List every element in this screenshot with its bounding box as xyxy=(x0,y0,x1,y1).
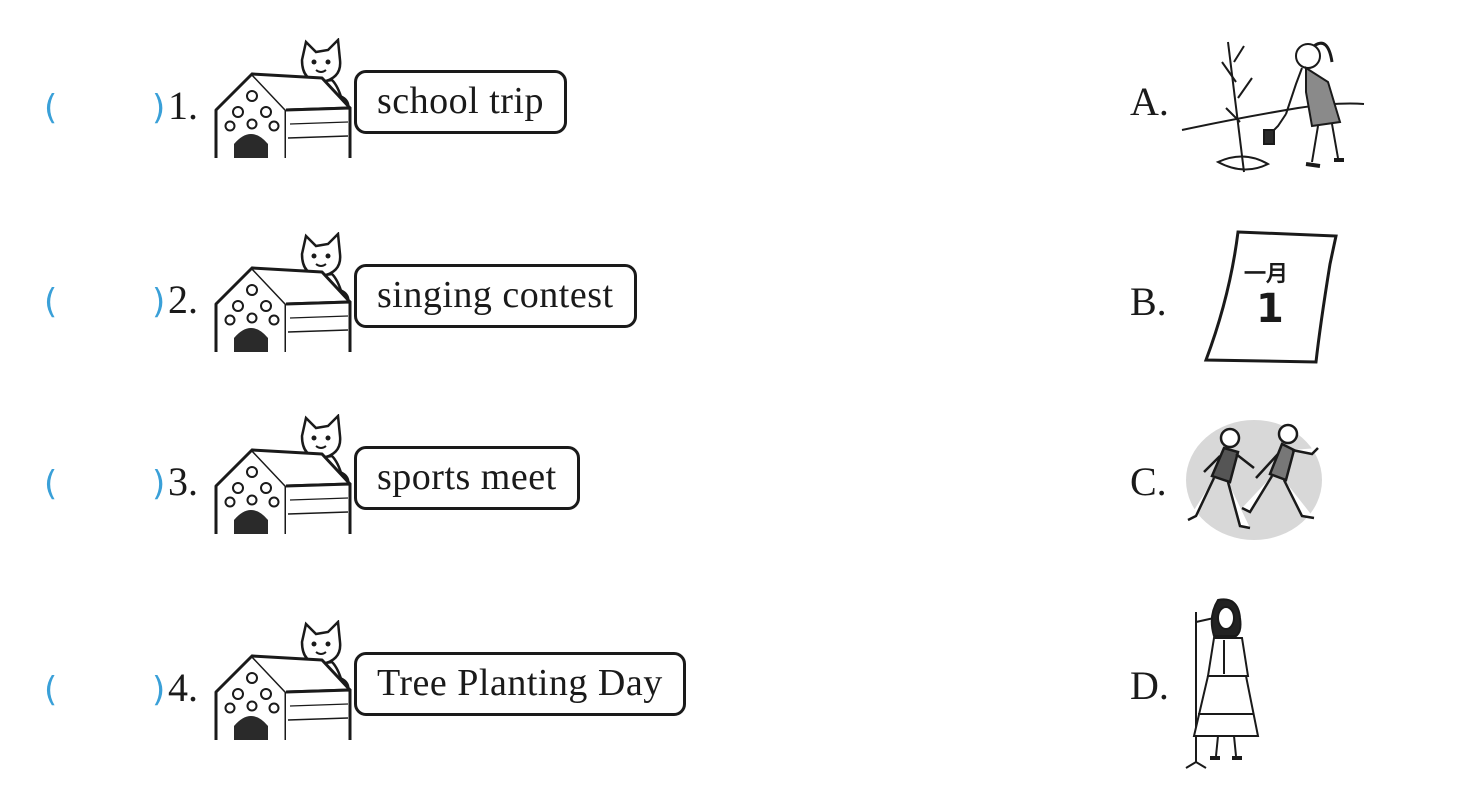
phrase-box: school trip xyxy=(354,70,567,134)
girl-planting-tree-icon xyxy=(1181,41,1365,173)
answer-blank-open-paren[interactable]: ( xyxy=(44,88,58,128)
answer-blank-open-paren[interactable]: ( xyxy=(44,464,58,504)
answer-blank-close-paren: ) xyxy=(152,88,166,128)
phrase-box: singing contest xyxy=(354,264,637,328)
question-number: 3. xyxy=(168,459,198,504)
calendar-icon xyxy=(1203,230,1338,364)
doghouse-with-cat-icon xyxy=(210,232,360,352)
option-c: C. xyxy=(1130,410,1370,570)
answer-blank-open-paren[interactable]: ( xyxy=(44,670,58,710)
option-letter: A. xyxy=(1130,79,1169,124)
question-row-4: ( ) 4. Tree Planting Day xyxy=(0,626,760,766)
singer-with-microphone-icon xyxy=(1185,598,1260,769)
question-number: 2. xyxy=(168,277,198,322)
option-b: B. 一月 1 xyxy=(1130,222,1370,382)
question-number: 4. xyxy=(168,665,198,710)
answer-blank-close-paren: ) xyxy=(152,670,166,710)
calendar-month: 一月 xyxy=(1244,262,1289,287)
phrase-box: sports meet xyxy=(354,446,580,510)
option-a: A. xyxy=(1130,22,1370,182)
question-number: 1. xyxy=(168,83,198,128)
calendar-day: 1 xyxy=(1256,286,1284,332)
answer-blank-close-paren: ) xyxy=(152,282,166,322)
phrase-box: Tree Planting Day xyxy=(354,652,686,716)
question-row-2: ( ) 2. singing contest xyxy=(0,238,760,378)
option-letter: D. xyxy=(1130,663,1169,708)
runners-icon xyxy=(1186,420,1322,540)
answer-blank-open-paren[interactable]: ( xyxy=(44,282,58,322)
answer-blank-close-paren: ) xyxy=(152,464,166,504)
option-letter: B. xyxy=(1130,279,1167,324)
doghouse-with-cat-icon xyxy=(210,38,360,158)
doghouse-with-cat-icon xyxy=(210,414,360,534)
option-letter: C. xyxy=(1130,459,1167,504)
question-row-3: ( ) 3. sports meet xyxy=(0,420,760,560)
option-d: D. xyxy=(1130,592,1370,769)
question-row-1: ( ) 1. school trip xyxy=(0,44,760,184)
doghouse-with-cat-icon xyxy=(210,620,360,740)
